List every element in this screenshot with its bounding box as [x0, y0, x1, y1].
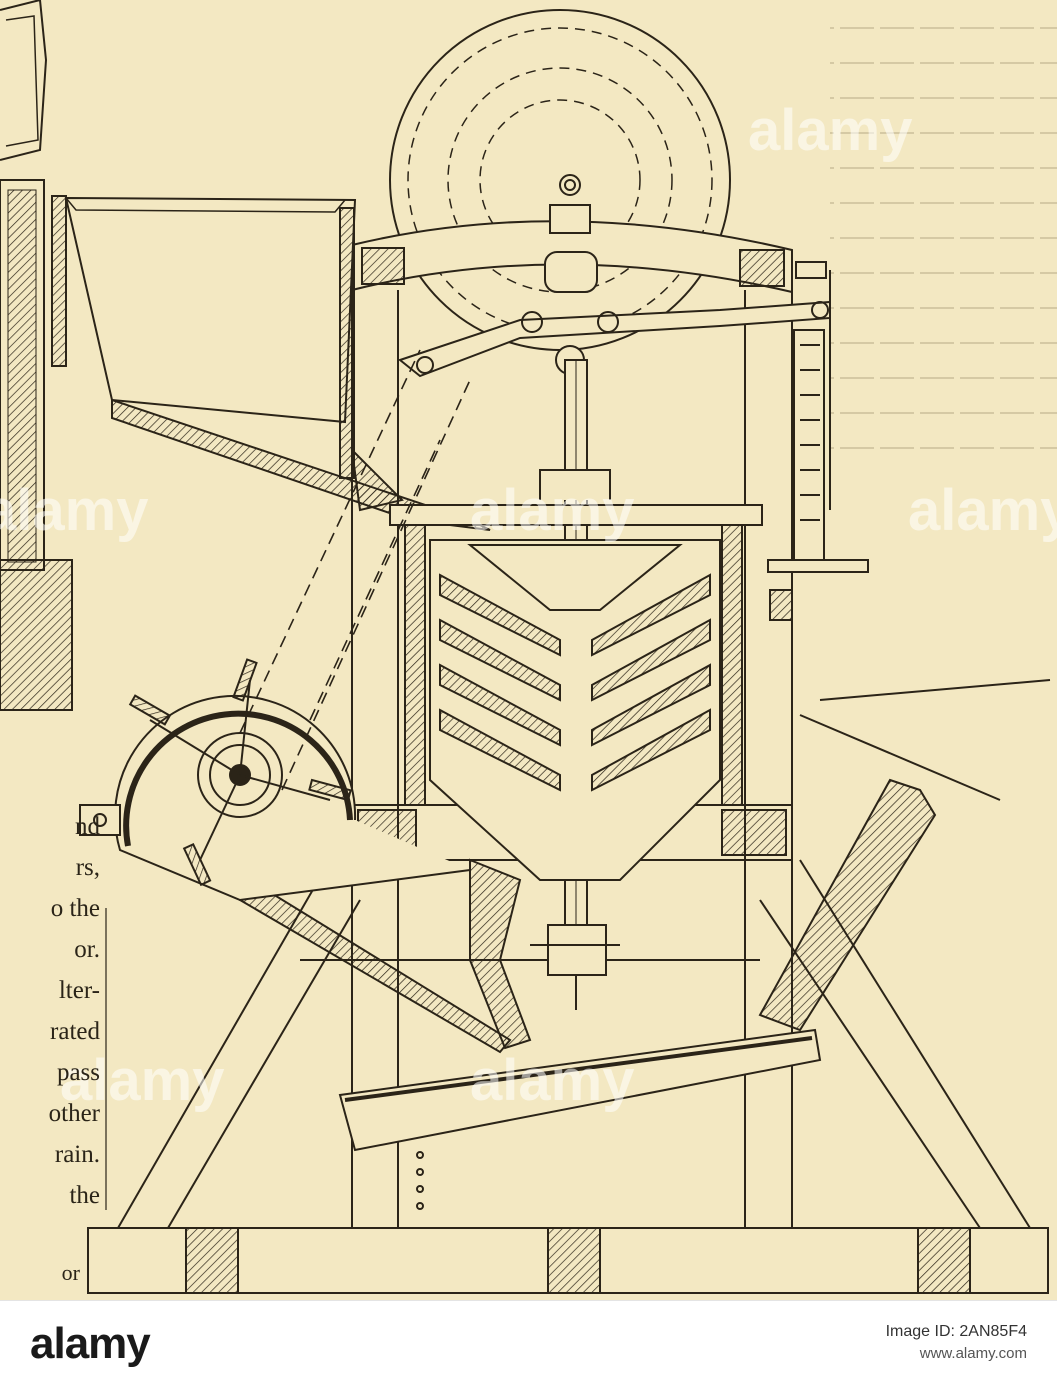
- text-line: rs,: [75, 854, 100, 881]
- beater-drum: [79, 658, 471, 902]
- watermark: alamy: [60, 1048, 224, 1113]
- text-line: or.: [74, 936, 100, 963]
- text-line: rated: [50, 1018, 100, 1045]
- watermark: alamy: [0, 478, 148, 543]
- watermark: alamy: [470, 478, 634, 543]
- stock-footer: alamy Image ID: 2AN85F4 www.alamy.com: [0, 1300, 1057, 1391]
- text-line: pass: [56, 1059, 100, 1086]
- bleed-through-text: [830, 0, 1057, 470]
- lever-arm: [397, 300, 831, 378]
- grinding-chamber: [389, 469, 763, 881]
- alamy-logo[interactable]: alamy: [30, 1319, 151, 1368]
- base-plinth: [87, 1227, 1049, 1294]
- feed-hopper: [51, 195, 491, 531]
- text-line: lter-: [58, 977, 100, 1004]
- neighbouring-figure-fragment: [0, 0, 73, 711]
- cross-head-beam: [351, 204, 831, 510]
- text-line: other: [48, 1100, 100, 1127]
- watermark: alamy: [470, 1048, 634, 1113]
- discharge-chute: [238, 858, 532, 1054]
- watermark: alamy: [908, 478, 1057, 543]
- engraving-page: alamy alamy alamy alamy alamy alamy nd r…: [0, 0, 1057, 1294]
- text-fragment: or: [61, 1260, 80, 1285]
- image-id: Image ID: 2AN85F4 www.alamy.com: [886, 1321, 1027, 1365]
- flywheel: [389, 9, 731, 351]
- drive-belt: [239, 349, 471, 791]
- text-line: o the: [50, 895, 100, 922]
- text-line: the: [69, 1182, 100, 1209]
- sieve-tray: [338, 679, 1051, 1152]
- watermarks: alamy alamy alamy alamy alamy alamy: [0, 98, 1057, 1113]
- text-line: rain.: [54, 1141, 100, 1168]
- watermark: alamy: [748, 98, 912, 163]
- site-url[interactable]: www.alamy.com: [919, 1345, 1027, 1362]
- machine-engraving: alamy alamy alamy alamy alamy alamy: [0, 0, 1057, 1294]
- text-line: nd: [75, 813, 100, 840]
- adjusting-screw: [767, 329, 869, 621]
- image-id-text: Image ID: 2AN85F4: [885, 1323, 1027, 1340]
